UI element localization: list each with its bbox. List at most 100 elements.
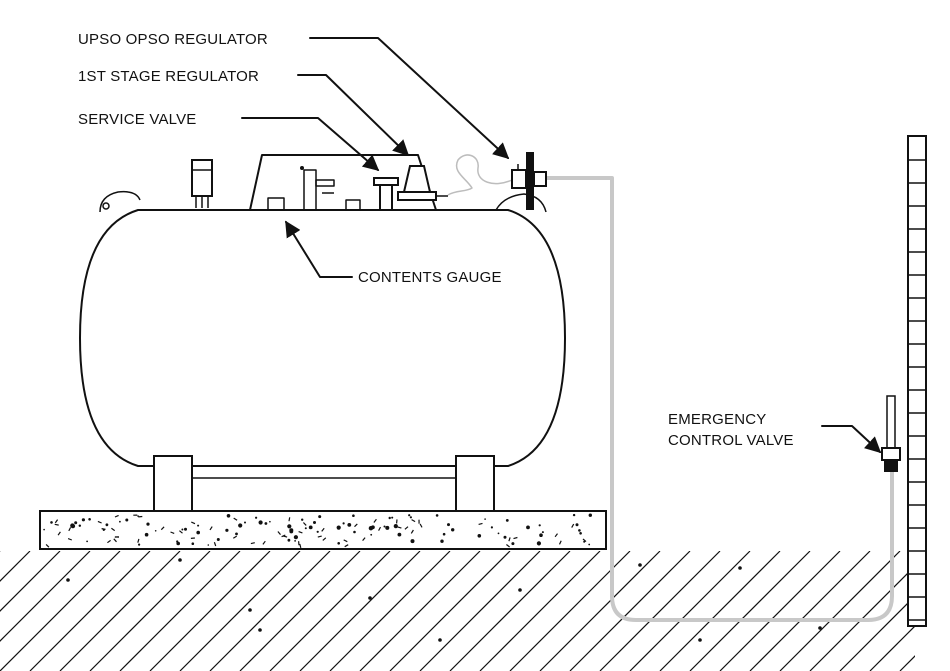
- slab-speckle: [293, 535, 298, 540]
- slab-speckle: [111, 527, 116, 532]
- slab-speckle: [78, 524, 82, 527]
- slab-speckle: [362, 537, 366, 541]
- hatch-line: [749, 551, 871, 671]
- building-wall: [907, 135, 927, 627]
- slab-speckle: [397, 532, 402, 537]
- gas-supply-pipe: [546, 176, 894, 622]
- slab-speckle: [575, 523, 579, 527]
- slab-speckle: [288, 517, 291, 522]
- slab-speckle: [558, 540, 562, 545]
- relief-valve: [191, 159, 213, 208]
- slab-speckle: [511, 542, 515, 546]
- hatch-line: [779, 551, 901, 671]
- leader-contents-gauge: [285, 220, 353, 278]
- hatch-line: [0, 551, 121, 671]
- first-stage-regulator-device: [397, 165, 448, 201]
- slab-speckle: [583, 540, 586, 543]
- slab-speckle: [107, 539, 111, 544]
- slab-speckle: [513, 536, 518, 540]
- slab-speckle: [191, 542, 195, 545]
- slab-speckle: [146, 522, 150, 526]
- slab-speckle: [419, 523, 423, 528]
- slab-speckle: [181, 528, 184, 531]
- slab-speckle: [373, 518, 377, 523]
- slab-speckle: [354, 523, 358, 528]
- hatch-line: [269, 551, 391, 671]
- hatch-line: [389, 551, 511, 671]
- slab-speckle: [184, 527, 187, 531]
- slab-speckle: [207, 544, 210, 546]
- slab-speckle: [343, 539, 348, 543]
- slab-speckle: [144, 532, 149, 537]
- hatch-line: [179, 551, 301, 671]
- ground-dot: [438, 638, 442, 642]
- slab-speckle: [88, 518, 91, 521]
- hatch-line: [329, 551, 451, 671]
- hatch-line: [0, 551, 61, 612]
- ground-dot: [518, 588, 522, 592]
- slab-speckle: [298, 531, 303, 534]
- hatch-line: [0, 551, 91, 642]
- hatch-line: [930, 551, 950, 671]
- emergency-control-valve-device: [881, 395, 901, 472]
- slab-speckle: [352, 514, 355, 517]
- hatch-line: [59, 551, 181, 671]
- slab-speckle: [410, 539, 415, 544]
- slab-speckle: [74, 521, 78, 525]
- tank-body: [79, 209, 566, 467]
- slab-speckle: [250, 542, 255, 545]
- slab-speckle: [336, 525, 341, 530]
- slab-speckle: [43, 528, 45, 531]
- slab-speckle: [582, 538, 587, 543]
- slab-speckle: [86, 540, 88, 543]
- label-first-stage-regulator: 1ST STAGE REGULATOR: [78, 68, 259, 85]
- slab-speckle: [68, 527, 72, 532]
- slab-speckle: [57, 531, 61, 536]
- slab-speckle: [344, 544, 349, 548]
- hatch-line: [299, 551, 421, 671]
- slab-speckle: [225, 528, 229, 532]
- slab-speckle: [378, 526, 382, 531]
- ground-dot: [258, 628, 262, 632]
- label-contents-gauge: CONTENTS GAUGE: [358, 269, 502, 286]
- hatch-line: [89, 551, 211, 671]
- slab-speckle: [579, 532, 582, 535]
- slab-speckle: [409, 516, 412, 519]
- tank-left-lug: [99, 190, 141, 213]
- slab-speckle: [388, 516, 391, 520]
- slab-speckle: [196, 530, 200, 535]
- slab-speckle: [322, 537, 327, 541]
- slab-speckle: [447, 523, 450, 527]
- label-upso-opso-regulator: UPSO OPSO REGULATOR: [78, 31, 268, 48]
- slab-speckle: [97, 520, 102, 524]
- slab-speckle: [539, 533, 543, 537]
- hatch-line: [869, 625, 915, 671]
- slab-speckle: [578, 529, 581, 532]
- slab-speckle: [269, 520, 271, 523]
- slab-speckle: [337, 542, 341, 545]
- slab-speckle: [588, 543, 591, 546]
- slab-speckle: [451, 528, 455, 532]
- ground-dot: [248, 608, 252, 612]
- slab-speckle: [160, 526, 165, 531]
- ground-dot: [66, 578, 70, 582]
- hatch-line: [419, 551, 541, 671]
- slab-speckle: [538, 524, 541, 527]
- slab-speckle: [506, 544, 510, 548]
- upso-opso-regulator-device: [511, 152, 547, 210]
- slab-speckle: [440, 539, 444, 543]
- slab-speckle: [299, 543, 302, 549]
- slab-speckle: [526, 525, 530, 530]
- slab-speckle: [383, 525, 386, 528]
- slab-speckle: [508, 537, 511, 542]
- slab-speckle: [138, 543, 141, 546]
- tank-left-lug-hole: [102, 202, 110, 210]
- slab-speckle: [233, 517, 238, 521]
- slab-speckle: [490, 526, 493, 529]
- hatch-line: [239, 551, 361, 671]
- slab-speckle: [385, 525, 390, 530]
- slab-speckle: [70, 523, 75, 528]
- hatch-line: [569, 551, 691, 671]
- slab-speckle: [397, 526, 402, 529]
